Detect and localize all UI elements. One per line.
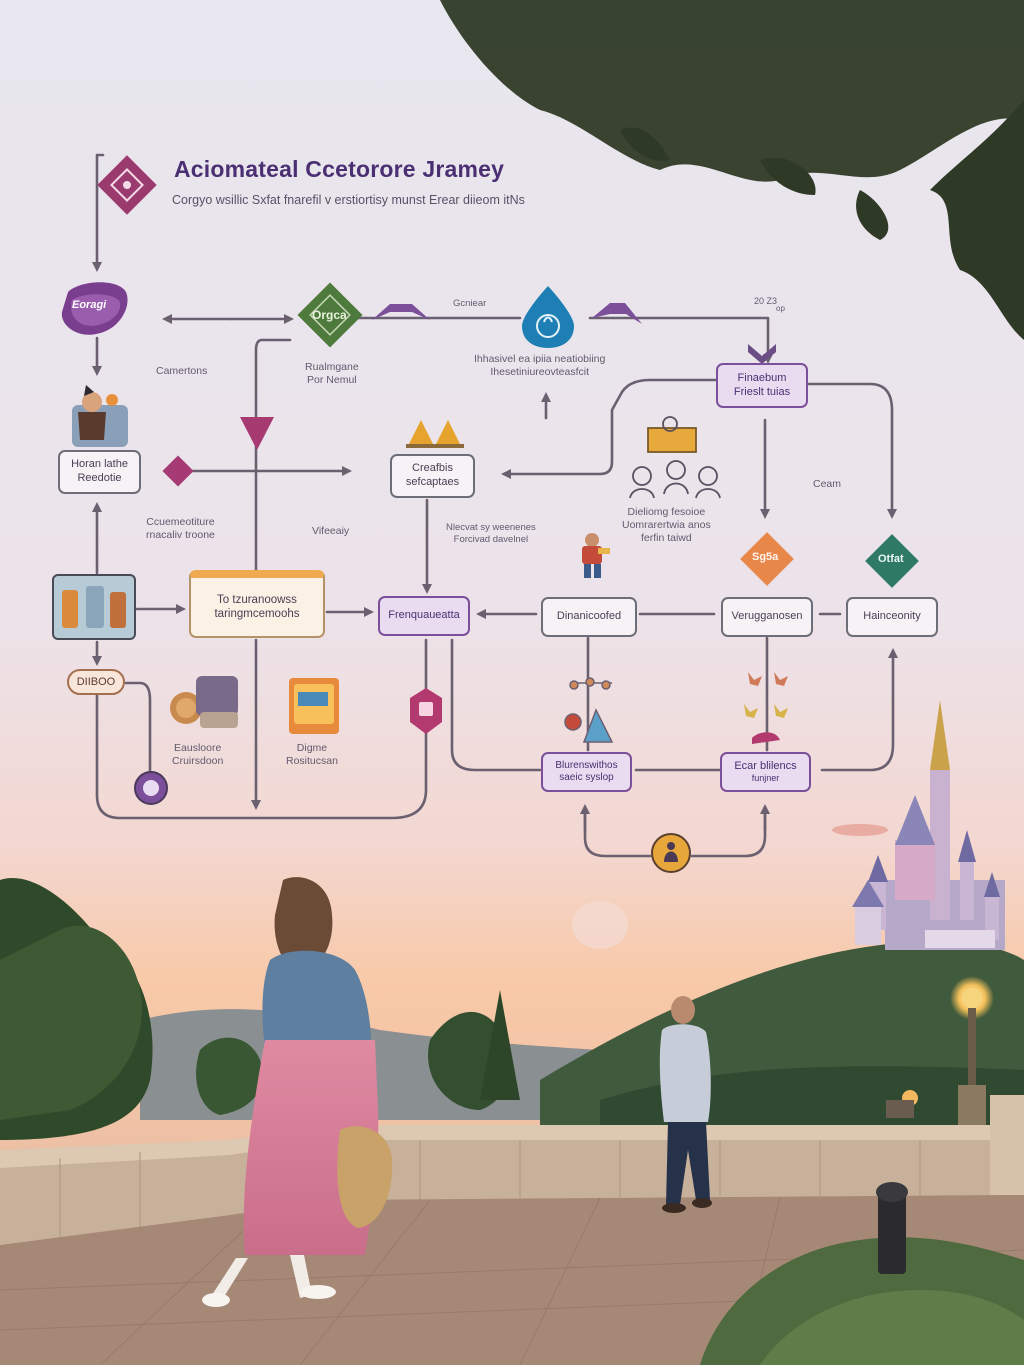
- top-arrow-label: Gcniear: [453, 298, 487, 309]
- drop-caption-line-1: Ihhasivel ea ipiia neatiobiing: [474, 353, 606, 365]
- brand-sticker: [61, 282, 128, 335]
- mid-box-purple: Frenquaueatta: [378, 596, 470, 636]
- drop-caption-line-2: Ihesetiniureovteasfcit: [490, 366, 589, 379]
- green-diamond-label: Orgca: [312, 308, 347, 322]
- teal-diamond-label: Otfat: [878, 553, 904, 565]
- orange-box-line-1: To tzuranoowss: [217, 593, 297, 606]
- center-small-caption-line-1: Nlecvat sy weenenes: [446, 522, 536, 533]
- corner-sub-label: op: [776, 304, 785, 313]
- corner-label: 20 Z3: [754, 296, 778, 306]
- man-figure: [659, 996, 712, 1213]
- green-caption-line-1: Rualmgane: [305, 361, 359, 373]
- book-caption: Digme Rositucsan: [286, 742, 338, 768]
- center-small-caption: Nlecvat sy weenenes Forcivad davelnel: [446, 522, 536, 546]
- diagram-subtitle: Corgyo wsillic Sxfat fnarefil v erstiort…: [172, 193, 525, 207]
- hexagon-marker-icon: [410, 688, 442, 734]
- purple-circle-icon: [134, 771, 168, 805]
- bottom-box-right-line-1: Ecar blilencs: [734, 759, 797, 772]
- people-group-icon: [629, 416, 721, 499]
- mobile-left-icon: [564, 677, 614, 743]
- right-top-box-line-1: Finaebum: [737, 371, 787, 384]
- mobile-right-icon: [744, 672, 788, 744]
- book-icon: [289, 678, 339, 734]
- center-small-caption-line-2: Forcivad davelnel: [453, 533, 529, 545]
- left-box-line-2: Reedotie: [77, 472, 122, 484]
- center-mid-caption: Vifeeaiy: [312, 525, 350, 537]
- mid-box-3: Verugganosen: [721, 597, 813, 637]
- people-caption: Dieliomg fesoioe Uomrarertwia anos ferfi…: [622, 506, 711, 545]
- pine-branches: [440, 0, 1024, 340]
- center-top-box-line-2: sefcaptaes: [405, 476, 460, 488]
- pill-node: DIIBOO: [67, 669, 125, 695]
- people-caption-line-2: Uomrarertwia anos: [622, 519, 711, 532]
- green-caption: Rualmgane Por Nemul: [305, 361, 359, 387]
- woman-figure: [202, 877, 393, 1307]
- left-caption: Camertons: [156, 365, 208, 377]
- bottom-box-left-line-1: Blurenswithos: [555, 759, 618, 771]
- orange-box-line-2: taringmcemoohs: [214, 608, 300, 620]
- coins-caption: Eausloore Cruirsdoon: [172, 742, 223, 768]
- top-diamond-icon: [97, 155, 157, 215]
- left-mid-caption-line-1: Ccuemeotiture: [146, 516, 215, 528]
- people-caption-line-3: ferfin taiwd: [640, 532, 692, 545]
- character-icon: [582, 533, 610, 578]
- center-top-box-line-1: Creafbis: [412, 462, 453, 475]
- book-caption-line-1: Digme: [296, 742, 328, 754]
- coins-caption-line-2: Cruirsdoon: [172, 755, 224, 768]
- right-caption: Ceam: [813, 478, 842, 490]
- cones-icon: [406, 420, 464, 448]
- bollard: [876, 1182, 908, 1274]
- mid-box-2: Dinanicoofed: [541, 597, 637, 637]
- water-drop-icon: [522, 286, 574, 348]
- castle: [852, 700, 1005, 950]
- bottles-icon: [52, 574, 136, 640]
- mid-box-4: Hainceonity: [846, 597, 938, 637]
- street-lamp: [886, 976, 994, 1125]
- left-mid-caption-line-2: rnacaliv troone: [146, 529, 215, 542]
- left-small-diamond: [162, 455, 194, 487]
- bottom-box-left-line-2: saeic syslop: [559, 772, 614, 783]
- figure-icon-left: [72, 385, 128, 447]
- orange-circle-icon: [651, 833, 691, 873]
- people-caption-line-1: Dieliomg fesoioe: [627, 506, 706, 518]
- green-caption-line-2: Por Nemul: [307, 374, 357, 387]
- left-mid-caption: Ccuemeotiture rnacaliv troone: [146, 516, 215, 542]
- coins-caption-line-1: Eausloore: [174, 742, 222, 754]
- book-caption-line-2: Rositucsan: [286, 755, 338, 768]
- diagram-title: Aciomateal Ccetorore Jramey: [174, 156, 505, 182]
- green-diamond: [297, 282, 363, 348]
- orange-box: To tzuranoowss taringmcemoohs: [189, 570, 325, 638]
- orange-diamond-label: Sg5a: [752, 551, 779, 563]
- drop-caption: Ihhasivel ea ipiia neatiobiing Ihesetini…: [474, 353, 605, 379]
- left-box-line-1: Horan lathe: [71, 458, 128, 471]
- coins-icon: [170, 676, 238, 728]
- bottom-box-right-line-2: funjner: [751, 773, 780, 784]
- right-top-box-line-2: Frieslt tuias: [733, 385, 791, 398]
- brand-sticker-label: Eoragi: [72, 299, 107, 311]
